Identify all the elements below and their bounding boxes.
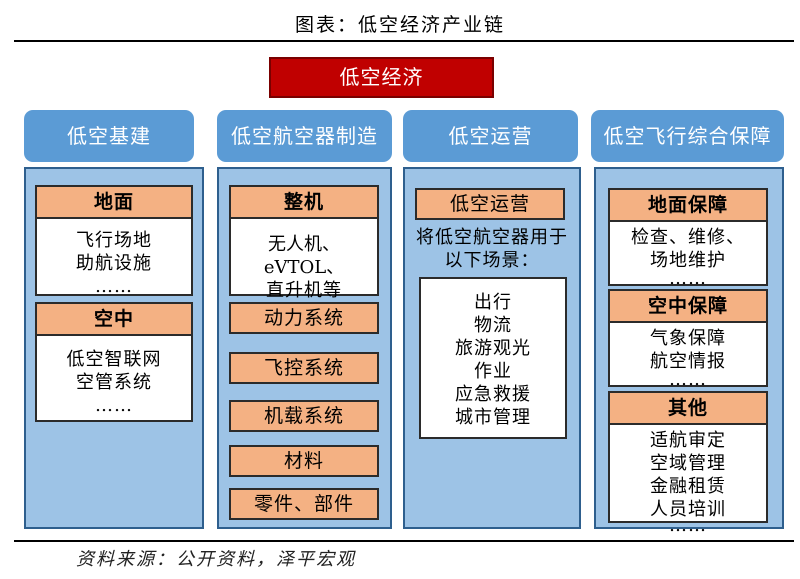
scenario-item: 城市管理 — [455, 407, 531, 428]
text-line: 金融租赁 — [650, 476, 726, 497]
column-header-operations: 低空运营 — [403, 110, 578, 162]
text-line: 航空情报 — [650, 351, 726, 372]
root-node-low-altitude-economy: 低空经济 — [269, 57, 494, 98]
text-line: 以下场景： — [444, 250, 540, 271]
content-air-support: 气象保障 航空情报 …… — [608, 321, 768, 390]
column-header-flight-support: 低空飞行综合保障 — [591, 110, 784, 162]
source-note: 资料来源：公开资料，泽平宏观 — [76, 549, 356, 570]
text-line: 气象保障 — [650, 328, 726, 349]
text-line: 适航审定 — [650, 430, 726, 451]
column-header-infrastructure: 低空基建 — [24, 110, 194, 162]
ellipsis: …… — [95, 395, 133, 416]
label-ground: 地面 — [35, 185, 193, 219]
label-airborne-system: 机载系统 — [229, 400, 379, 432]
content-complete-aircraft: 无人机、eVTOL、 直升机等 — [229, 217, 379, 301]
label-complete-aircraft: 整机 — [229, 185, 379, 219]
operations-intro: 将低空航空器用于 以下场景： — [405, 226, 579, 272]
scenario-item: 旅游观光 — [455, 338, 531, 359]
panel-flight-support: 地面保障 检查、维修、 场地维护 …… 空中保障 气象保障 航空情报 …… 其他… — [594, 167, 784, 535]
top-rule — [14, 40, 794, 42]
panel-infrastructure: 地面 飞行场地 助航设施 …… 空中 低空智联网 空管系统 …… — [24, 167, 204, 529]
content-ground: 飞行场地 助航设施 …… — [35, 217, 193, 297]
scenario-item: 作业 — [474, 361, 512, 382]
content-scenarios: 出行 物流 旅游观光 作业 应急救援 城市管理 — [419, 277, 567, 439]
figure-caption: 图表：低空经济产业链 — [294, 14, 505, 36]
label-power-system: 动力系统 — [229, 302, 379, 334]
label-air: 空中 — [35, 302, 193, 336]
content-air: 低空智联网 空管系统 …… — [35, 334, 193, 422]
scenario-item: 出行 — [474, 292, 512, 313]
label-other: 其他 — [608, 391, 768, 425]
text-line: 场地维护 — [650, 250, 726, 271]
text-line: 空管系统 — [76, 372, 152, 393]
text-line: 检查、维修、 — [631, 227, 745, 248]
content-ground-support: 检查、维修、 场地维护 …… — [608, 220, 768, 289]
label-ground-support: 地面保障 — [608, 188, 768, 222]
panel-aircraft-manufacturing: 整机 无人机、eVTOL、 直升机等 动力系统 飞控系统 机载系统 材料 零件、… — [217, 167, 392, 529]
label-operations: 低空运营 — [415, 188, 565, 220]
column-header-aircraft-manufacturing: 低空航空器制造 — [217, 110, 392, 162]
label-air-support: 空中保障 — [608, 289, 768, 323]
text-line: 直升机等 — [266, 280, 342, 301]
text-line: 空域管理 — [650, 453, 726, 474]
ellipsis: …… — [669, 268, 707, 289]
text-line: 将低空航空器用于 — [416, 227, 568, 248]
label-flight-control: 飞控系统 — [229, 352, 379, 384]
text-line: 人员培训 — [650, 499, 726, 520]
text-line: 低空智联网 — [66, 349, 162, 370]
ellipsis: …… — [669, 369, 707, 390]
text-line: 助航设施 — [76, 253, 152, 274]
panel-operations: 低空运营 将低空航空器用于 以下场景： 出行 物流 旅游观光 作业 应急救援 城… — [403, 167, 581, 529]
label-parts-components: 零件、部件 — [229, 488, 379, 520]
bottom-rule — [14, 540, 794, 542]
scenario-item: 应急救援 — [455, 384, 531, 405]
content-other: 适航审定 空域管理 金融租赁 人员培训 …… — [608, 423, 768, 535]
text-line: 飞行场地 — [76, 230, 152, 251]
scenario-item: 物流 — [474, 315, 512, 336]
ellipsis: …… — [95, 276, 133, 297]
label-materials: 材料 — [229, 445, 379, 477]
ellipsis: …… — [669, 515, 707, 536]
text-line: 无人机、eVTOL、 — [263, 234, 345, 278]
